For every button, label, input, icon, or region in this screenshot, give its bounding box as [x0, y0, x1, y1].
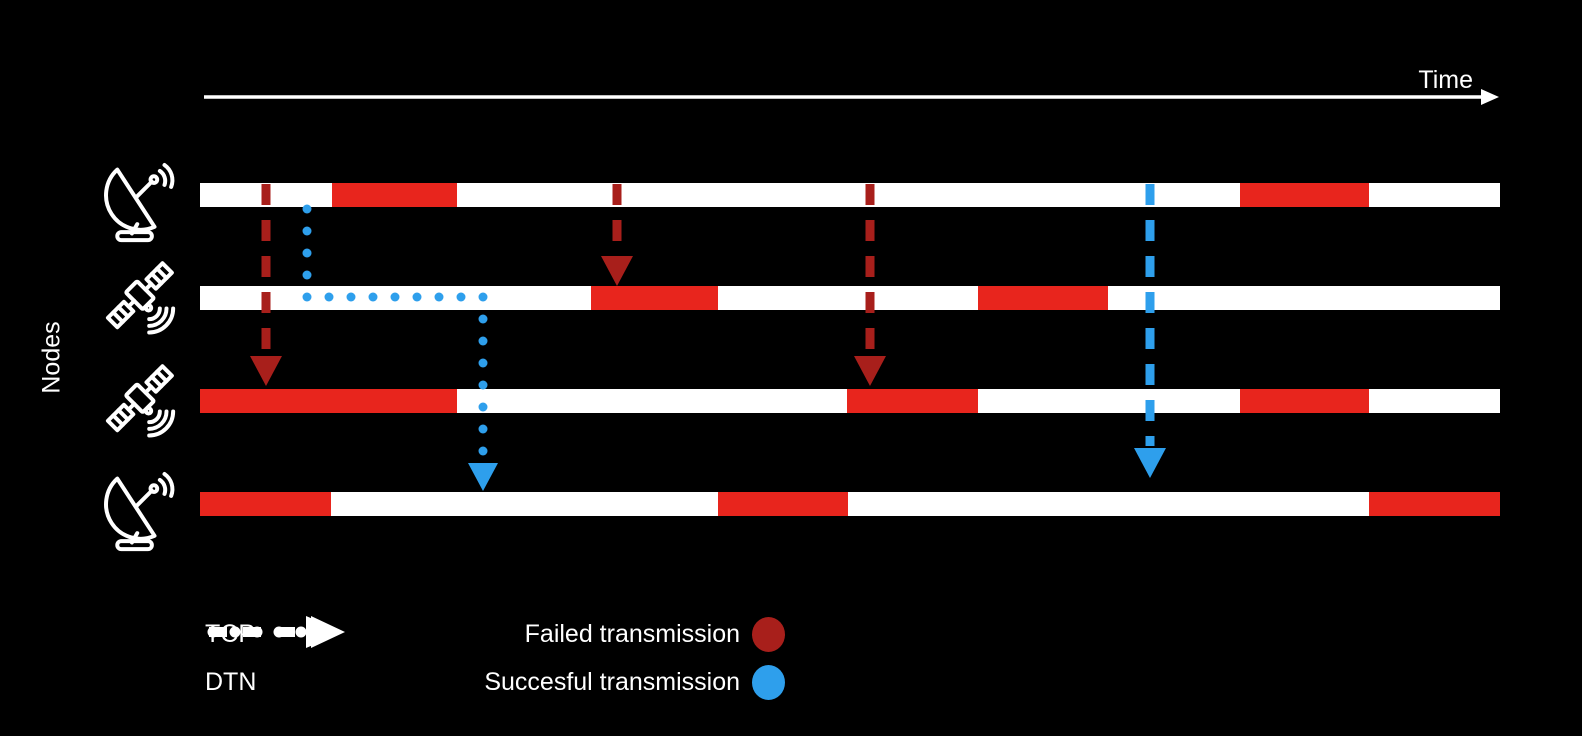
dtn-dot: [302, 270, 312, 280]
failed-transmission-segment: [1240, 183, 1369, 207]
dtn-dotted-arrow-icon: [207, 616, 345, 648]
dtn-dot: [390, 292, 400, 302]
failed-transmission-segment: [591, 286, 718, 310]
dtn-dot: [368, 292, 378, 302]
dtn-dot: [302, 204, 312, 214]
failed-transmission-segment: [200, 389, 457, 413]
dtn-dot: [456, 292, 466, 302]
failed-transmission-dot: [752, 616, 785, 652]
failed-transmission-segment: [200, 492, 331, 516]
protocol-legend: TCP DTN: [205, 614, 345, 710]
satellite-icon: [102, 360, 178, 438]
dtn-dot: [324, 292, 334, 302]
successful-transmission-label: Succesful transmission: [484, 667, 740, 696]
dtn-dot: [434, 292, 444, 302]
time-axis-arrowhead: [1481, 89, 1499, 105]
dtn-dot: [478, 380, 488, 390]
failed-transmission-label: Failed transmission: [524, 619, 740, 648]
dtn-dot: [478, 292, 488, 302]
dtn-dot: [478, 336, 488, 346]
dtn-dot: [478, 424, 488, 434]
ground-station-icon: [104, 162, 175, 243]
failed-transmission-segment: [847, 389, 978, 413]
failed-transmission-segment: [332, 183, 457, 207]
dtn-dot: [478, 402, 488, 412]
dtn-dot: [412, 292, 422, 302]
tcp-arrowhead-failed: [250, 356, 282, 386]
dtn-dot: [478, 314, 488, 324]
dtn-dot: [478, 358, 488, 368]
failed-transmission-segment: [1240, 389, 1369, 413]
failed-transmission-segment: [978, 286, 1108, 310]
dtn-dot: [478, 446, 488, 456]
tcp-arrowhead-failed: [854, 356, 886, 386]
dtn-legend-label: DTN: [205, 667, 257, 696]
legend-row-failed: Failed transmission: [400, 614, 785, 654]
dtn-dot: [302, 226, 312, 236]
time-axis-label: Time: [1418, 66, 1473, 94]
failed-transmission-segment: [1369, 492, 1500, 516]
contact-window-bar-ground-station-2: [200, 492, 1500, 516]
tcp-arrowhead-success: [1134, 448, 1166, 478]
dtn-dot: [302, 248, 312, 258]
dtn-arrowhead-success: [468, 463, 498, 491]
ground-station-icon: [104, 471, 175, 552]
dtn-dot: [346, 292, 356, 302]
successful-transmission-dot: [752, 664, 785, 700]
failed-transmission-segment: [718, 492, 848, 516]
legend-row-dtn: DTN: [205, 616, 345, 702]
tcp-arrowhead-failed: [601, 256, 633, 286]
result-legend: Failed transmission Succesful transmissi…: [400, 614, 785, 710]
dtn-dot: [302, 292, 312, 302]
legend-row-success: Succesful transmission: [400, 662, 785, 702]
satellite-icon: [102, 257, 178, 335]
